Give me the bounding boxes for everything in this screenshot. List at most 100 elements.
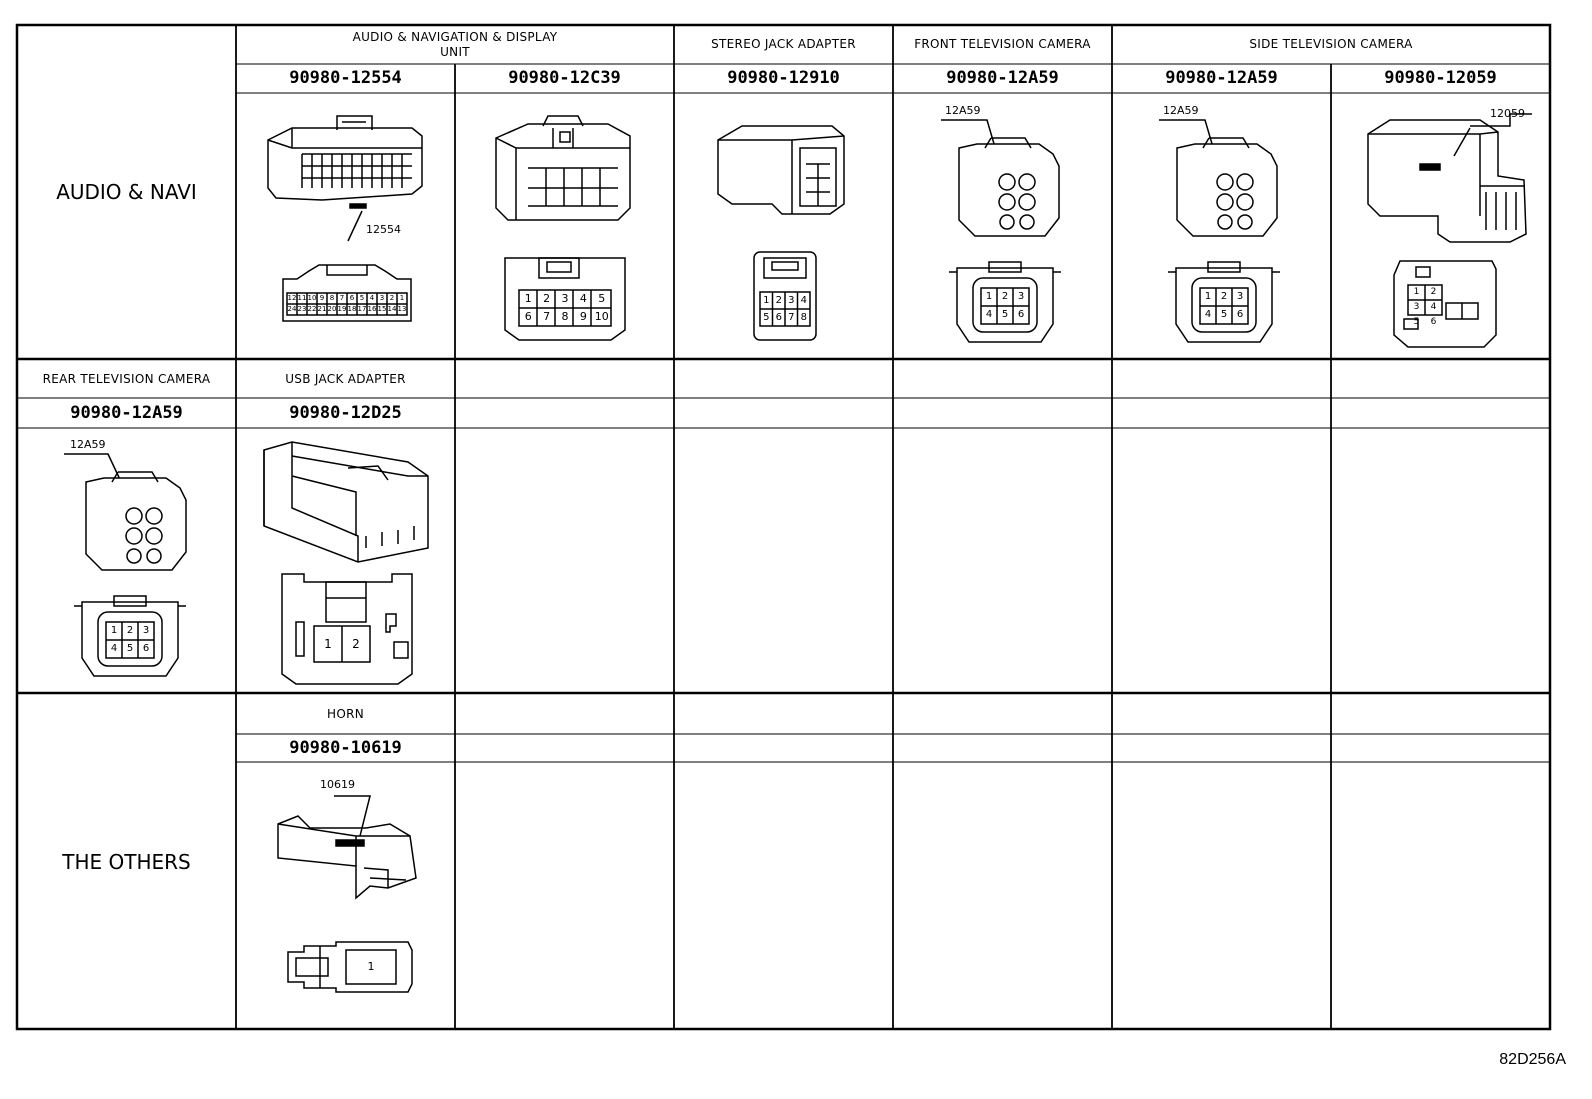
pin-number-label: 5 xyxy=(763,312,770,323)
pin-number-label: 2 xyxy=(775,295,782,306)
pin-number-label: 13 xyxy=(397,305,407,313)
connector-face-12a59-rear xyxy=(70,592,190,682)
callout-label: 10619 xyxy=(320,778,355,791)
category-label-stereo-jack-adapter: STEREO JACK ADAPTER xyxy=(711,37,856,51)
callout-label: 12A59 xyxy=(945,104,981,117)
part-number: 90980-12910 xyxy=(727,68,840,88)
section-label-the-others: THE OTHERS xyxy=(62,850,191,874)
pin-number-label: 7 xyxy=(543,310,551,323)
connector-face-12d25 xyxy=(278,570,416,688)
part-number: 90980-12C39 xyxy=(508,68,621,88)
pin-number-label: 2 xyxy=(126,625,134,636)
pin-number-label: 12 xyxy=(287,294,297,302)
pin-number-label: 20 xyxy=(327,305,337,313)
pin-number-label: 1 xyxy=(110,625,118,636)
pin-number-label: 1 xyxy=(1204,291,1212,302)
pin-number-label: 5 xyxy=(1220,309,1228,320)
pin-number-label: 4 xyxy=(800,295,807,306)
connector-face-12554 xyxy=(279,259,415,329)
connector-face-12a59-front xyxy=(945,258,1065,348)
connector-illustration-12c39 xyxy=(488,108,638,228)
callout-label: 12059 xyxy=(1490,107,1525,120)
pin-number-label: 1 xyxy=(763,295,770,306)
category-label-horn: HORN xyxy=(327,707,364,721)
pin-number-label: 16 xyxy=(367,305,377,313)
pin-number-label: 1 xyxy=(367,960,375,973)
pin-number-label: 2 xyxy=(389,294,395,302)
pin-number-label: 18 xyxy=(347,305,357,313)
part-number: 90980-12554 xyxy=(289,68,402,88)
pin-number-label: 6 xyxy=(1017,309,1025,320)
category-label-side-television-camera: SIDE TELEVISION CAMERA xyxy=(1249,37,1413,51)
pin-number-label: 3 xyxy=(1236,291,1244,302)
pin-number-label: 5 xyxy=(1001,309,1009,320)
category-label-front-television-camera: FRONT TELEVISION CAMERA xyxy=(914,37,1091,51)
part-number: 90980-12A59 xyxy=(70,403,183,423)
pin-number-label: 3 xyxy=(379,294,385,302)
pin-number-label: 22 xyxy=(307,305,317,313)
part-number: 90980-12A59 xyxy=(1165,68,1278,88)
category-label-usb-jack-adapter: USB JACK ADAPTER xyxy=(285,372,406,386)
connector-face-12059 xyxy=(1388,255,1504,355)
pin-number-label: 8 xyxy=(329,294,335,302)
pin-number-label: 23 xyxy=(297,305,307,313)
pin-number-label: 4 xyxy=(369,294,375,302)
connector-illustration-12d25 xyxy=(258,436,434,566)
pin-number-label: 10 xyxy=(594,310,609,323)
pin-number-label: 3 xyxy=(1413,302,1420,312)
pin-number-label: 17 xyxy=(357,305,367,313)
pin-number-label: 6 xyxy=(349,294,355,302)
part-number: 90980-12059 xyxy=(1384,68,1497,88)
part-number: 90980-10619 xyxy=(289,738,402,758)
connector-face-12910 xyxy=(750,248,820,344)
pin-number-label: 6 xyxy=(142,643,150,654)
pin-number-label: 7 xyxy=(788,312,795,323)
pin-number-label: 2 xyxy=(1430,287,1437,297)
category-label-rear-television-camera: REAR TELEVISION CAMERA xyxy=(42,372,211,386)
pin-number-label: 5 xyxy=(126,643,134,654)
pin-number-label: 5 xyxy=(598,292,606,305)
pin-number-label: 9 xyxy=(579,310,587,323)
pin-number-label: 6 xyxy=(775,312,782,323)
pin-number-label: 4 xyxy=(579,292,587,305)
pin-number-label: 3 xyxy=(1017,291,1025,302)
pin-number-label: 14 xyxy=(387,305,397,313)
pin-number-label: 2 xyxy=(1001,291,1009,302)
pin-number-label: 4 xyxy=(1204,309,1212,320)
pin-number-label: 7 xyxy=(339,294,345,302)
pin-number-label: 8 xyxy=(800,312,807,323)
pin-number-label: 6 xyxy=(1430,317,1437,327)
pin-number-label: 2 xyxy=(1220,291,1228,302)
pin-number-label: 21 xyxy=(317,305,327,313)
pin-number-label: 5 xyxy=(359,294,365,302)
pin-number-label: 1 xyxy=(324,637,332,651)
pin-number-label: 2 xyxy=(543,292,551,305)
category-label-audio-navigation-display-unit: AUDIO & NAVIGATION & DISPLAY UNIT xyxy=(352,30,558,59)
pin-number-label: 2 xyxy=(352,637,360,651)
pin-number-label: 11 xyxy=(297,294,307,302)
pin-number-label: 24 xyxy=(287,305,297,313)
connector-face-10619 xyxy=(284,936,416,998)
pin-number-label: 1 xyxy=(1413,287,1420,297)
connector-face-12a59-side xyxy=(1164,258,1284,348)
pin-number-label: 9 xyxy=(319,294,325,302)
connector-illustration-12a59-rear xyxy=(62,442,202,577)
callout-label: 12A59 xyxy=(70,438,106,451)
pin-number-label: 1 xyxy=(399,294,405,302)
pin-number-label: 4 xyxy=(110,643,118,654)
pin-number-label: 3 xyxy=(561,292,569,305)
pin-number-label: 4 xyxy=(985,309,993,320)
connector-illustration-12a59-front xyxy=(935,108,1075,243)
connector-illustration-12a59-side xyxy=(1153,108,1293,243)
pin-number-label: 6 xyxy=(524,310,532,323)
connector-face-12c39 xyxy=(499,250,631,342)
connector-illustration-12554 xyxy=(262,108,432,248)
callout-label: 12A59 xyxy=(1163,104,1199,117)
pin-number-label: 3 xyxy=(788,295,795,306)
pin-number-label: 1 xyxy=(524,292,532,305)
connector-illustration-12910 xyxy=(712,118,852,218)
pin-number-label: 5 xyxy=(1413,317,1420,327)
pin-number-label: 6 xyxy=(1236,309,1244,320)
part-number: 90980-12A59 xyxy=(946,68,1059,88)
